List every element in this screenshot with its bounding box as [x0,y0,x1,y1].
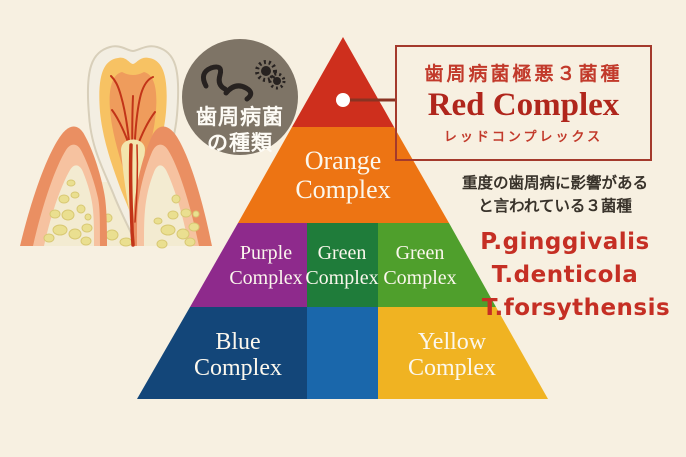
red-complex-callout-box: 歯周病菌極悪３菌種 Red Complex レッドコンプレックス [395,45,652,161]
callout-subtitle-kana: レッドコンプレックス [443,130,604,145]
orange-complex-label: Orange Complex [295,146,391,204]
blue-complex-label: Blue Complex [194,329,282,381]
pyramid-green-right-segment [378,223,496,307]
description-text: 重度の歯周病に影響がある と言われている３菌種 [440,172,670,218]
bacteria-spore-icon [255,60,286,90]
purple-complex-label: Purple Complex [229,242,303,289]
callout-title-ja: 歯周病菌極悪３菌種 [424,63,623,85]
bone-pebbles-left [43,179,93,246]
pyramid-blue-bright-segment [307,307,378,399]
pyramid-purple-segment [190,223,307,307]
description-line2: と言われている３菌種 [478,197,632,215]
pyramid-yellow-segment [378,307,548,399]
species-item: P.ginggivalis [480,229,650,255]
connector-dot [336,93,350,107]
badge-label: 歯周病菌 の種類 [196,105,284,155]
pyramid-red-segment [292,37,394,127]
tooth-illustration [20,45,212,249]
species-list: P.ginggivalis T.denticola T.forsythensis [450,226,680,325]
callout-connector [336,93,396,107]
bone-pebbles-right [153,194,200,249]
callout-title-en: Red Complex [427,87,620,123]
yellow-complex-label: Yellow Complex [408,329,496,381]
root-vessel [128,143,139,247]
green-complex-mid-label: Green Complex [305,242,379,289]
species-item: T.denticola [491,262,639,288]
green-complex-right-label: Green Complex [383,242,457,289]
bacteria-badge [182,39,298,155]
bacteria-icon [200,64,254,102]
pyramid-green-mid-segment [307,223,378,307]
pyramid-blue-segment [137,307,307,399]
bone-right [144,165,189,246]
description-line1: 重度の歯周病に影響がある [461,174,648,192]
root-canal [121,139,145,228]
species-item: T.forsythensis [481,295,671,321]
